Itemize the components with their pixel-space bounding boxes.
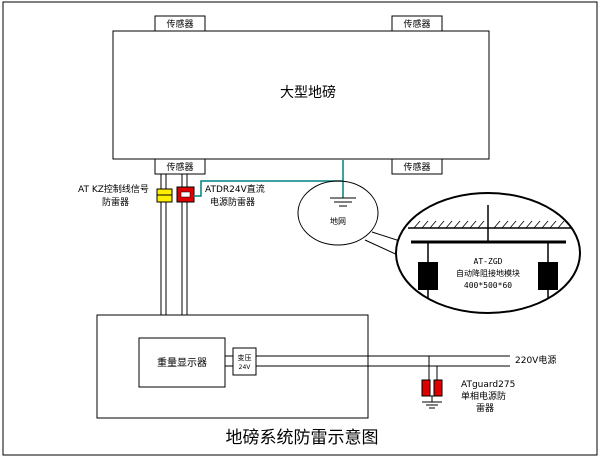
ac-protector-label-3: 雷器 <box>476 403 494 414</box>
transformer-label-1: 变压 <box>238 353 252 362</box>
sensor-label: 传感器 <box>403 18 430 30</box>
signal-protector-label-1: AT KZ控制线信号 <box>78 183 149 195</box>
ground-net-circle <box>297 180 379 246</box>
sensor-label: 传感器 <box>166 18 193 30</box>
ground-wire <box>193 160 344 197</box>
dc-protector <box>176 186 195 203</box>
sensor-bottom-left: 传感器 <box>154 158 206 175</box>
sensor-bottom-right: 传感器 <box>391 158 443 175</box>
ground-net-label: 地网 <box>330 216 346 226</box>
sensor-label: 传感器 <box>166 161 193 173</box>
power-label: 220V电源 <box>515 354 556 366</box>
scale-label: 大型地磅 <box>280 84 336 101</box>
scale-platform <box>112 30 490 160</box>
dc-protector-label-1: ATDR24V直流 <box>205 183 265 195</box>
sensor-top-left: 传感器 <box>154 15 206 32</box>
ground-module-label-3: 400*500*60 <box>464 281 512 290</box>
ground-module-label-2: 自动降阻接地模块 <box>456 268 520 278</box>
ac-protector <box>421 379 443 409</box>
ground-module-detail <box>395 192 581 314</box>
weight-display <box>138 337 226 388</box>
power-lines <box>225 355 510 380</box>
transformer-label-2: 24V <box>239 364 252 371</box>
signal-protector-label-2: 防雷器 <box>102 196 129 208</box>
transformer <box>232 347 257 376</box>
dc-protector-label-2: 电源防雷器 <box>210 196 255 208</box>
ac-protector-label-1: ATguard275 <box>461 380 515 390</box>
sensor-top-right: 传感器 <box>391 15 443 32</box>
ground-module-label-1: AT-ZGD <box>474 257 503 266</box>
ground-symbol-net <box>330 197 356 207</box>
ac-protector-label-2: 单相电源防 <box>461 390 506 402</box>
sensor-label: 传感器 <box>403 161 430 173</box>
signal-protector <box>156 188 173 203</box>
diagram-title: 地磅系统防雷示意图 <box>226 428 379 448</box>
weight-display-label: 重量显示器 <box>157 356 207 369</box>
